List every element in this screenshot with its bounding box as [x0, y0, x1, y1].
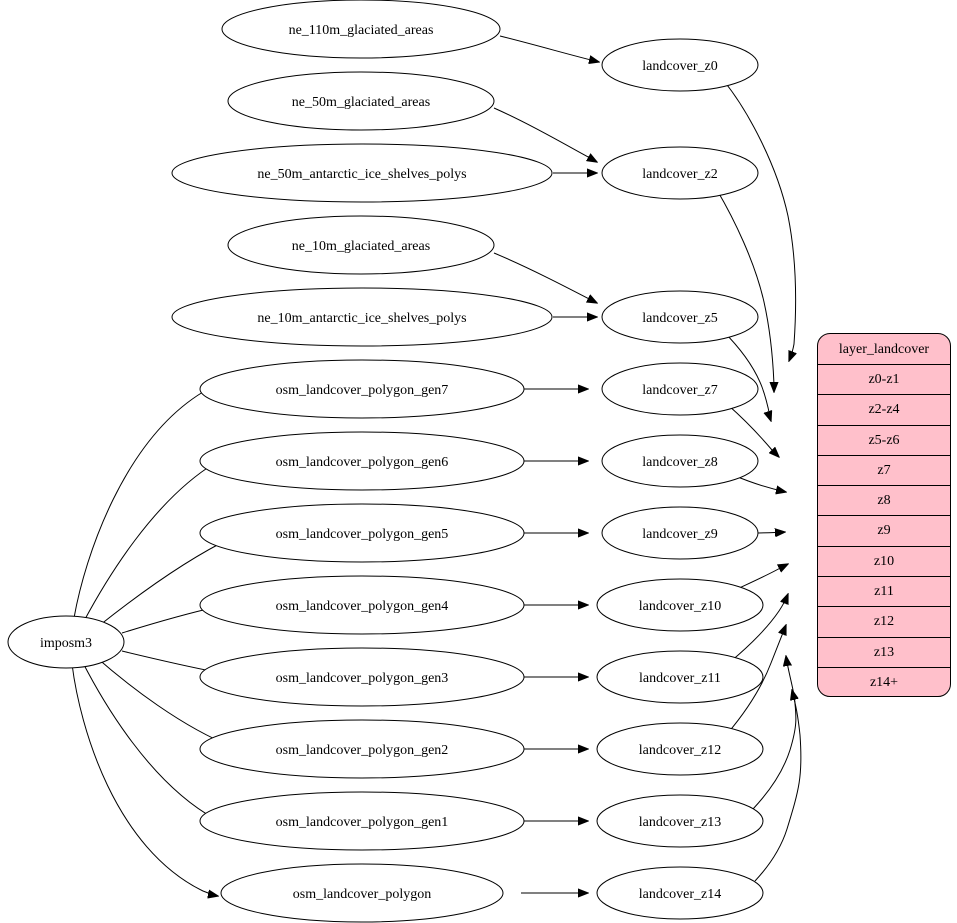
- node-label: osm_landcover_polygon_gen5: [276, 527, 449, 542]
- node-osm_landcover_polygon_gen7[interactable]: osm_landcover_polygon_gen7: [199, 359, 525, 419]
- node-label: landcover_z2: [642, 167, 717, 182]
- node-ne_10m_antarctic_ice_shelves_polys[interactable]: ne_10m_antarctic_ice_shelves_polys: [171, 287, 553, 347]
- layer-row-z14plus[interactable]: z14+: [869, 674, 899, 690]
- node-label: osm_landcover_polygon_gen1: [276, 815, 449, 830]
- edge-z12-to-row-z12: [726, 625, 786, 735]
- node-label: osm_landcover_polygon_gen7: [276, 383, 449, 398]
- node-landcover_z8[interactable]: landcover_z8: [601, 434, 759, 488]
- edge-z11-to-row-z11: [729, 594, 788, 663]
- node-label: ne_10m_antarctic_ice_shelves_polys: [257, 311, 466, 326]
- node-label: osm_landcover_polygon_gen6: [276, 455, 449, 470]
- layer-row-z0-z1[interactable]: z0-z1: [818, 365, 950, 396]
- node-label: landcover_z0: [642, 59, 717, 74]
- edge-group-view-to-layer: [716, 80, 802, 882]
- edge-z14-to-row-z14plus: [754, 690, 802, 882]
- edge-group-natural-earth: [493, 35, 599, 317]
- node-label: landcover_z9: [642, 527, 717, 542]
- node-label: osm_landcover_polygon_gen2: [276, 743, 449, 758]
- layer-row-z2-z4[interactable]: z2-z4: [818, 395, 950, 426]
- edge-imposm3-to-polygon: [71, 663, 218, 896]
- node-label: landcover_z12: [639, 743, 721, 758]
- layer-row-z8[interactable]: z8: [818, 486, 950, 517]
- edge-group-osm-to-view: [520, 389, 588, 893]
- node-label: landcover_z10: [639, 599, 721, 614]
- node-osm_landcover_polygon_gen3[interactable]: osm_landcover_polygon_gen3: [199, 647, 525, 707]
- node-label: imposm3: [40, 636, 92, 651]
- node-landcover_z12[interactable]: landcover_z12: [596, 722, 764, 776]
- node-osm_landcover_polygon_gen1[interactable]: osm_landcover_polygon_gen1: [199, 791, 525, 851]
- node-osm_landcover_polygon_gen4[interactable]: osm_landcover_polygon_gen4: [199, 575, 525, 635]
- edge-z7-to-row-z7: [727, 404, 779, 457]
- edge-z5-to-row-z5z6: [722, 330, 771, 421]
- node-landcover_z10[interactable]: landcover_z10: [596, 578, 764, 632]
- layer-row-z13[interactable]: z13: [818, 638, 950, 668]
- node-label: osm_landcover_polygon: [293, 887, 431, 902]
- node-landcover_z11[interactable]: landcover_z11: [596, 650, 764, 704]
- node-landcover_z0[interactable]: landcover_z0: [601, 38, 759, 92]
- node-group-sources: ne_110m_glaciated_areas ne_50m_glaciated…: [171, 0, 553, 923]
- node-osm_landcover_polygon_gen6[interactable]: osm_landcover_polygon_gen6: [199, 431, 525, 491]
- node-landcover_z9[interactable]: landcover_z9: [601, 506, 759, 560]
- layer-row-z5-z6[interactable]: z5-z6: [818, 426, 950, 456]
- layer-row-z11[interactable]: z11: [818, 577, 950, 608]
- node-ne_50m_antarctic_ice_shelves_polys[interactable]: ne_50m_antarctic_ice_shelves_polys: [171, 143, 553, 203]
- node-landcover_z14[interactable]: landcover_z14: [596, 866, 764, 920]
- edge-z13-to-row-z13: [752, 656, 797, 810]
- edge-ne110-to-z0: [499, 35, 599, 62]
- layer-landcover-table[interactable]: layer_landcover z0-z1 z2-z4 z5-z6 z7 z8 …: [817, 333, 951, 697]
- layer-row-z9[interactable]: z9: [818, 516, 950, 547]
- node-landcover_z2[interactable]: landcover_z2: [601, 146, 759, 200]
- node-label: ne_50m_antarctic_ice_shelves_polys: [257, 167, 466, 182]
- node-ne_10m_glaciated_areas[interactable]: ne_10m_glaciated_areas: [227, 215, 495, 275]
- node-ne_50m_glaciated_areas[interactable]: ne_50m_glaciated_areas: [227, 71, 495, 131]
- node-label: ne_50m_glaciated_areas: [292, 95, 430, 110]
- node-label: landcover_z5: [642, 311, 717, 326]
- edge-z2-to-row-z2z4: [716, 189, 774, 392]
- node-group-zoom-views: landcover_z0 landcover_z2 landcover_z5 l…: [596, 38, 764, 920]
- node-label: landcover_z13: [639, 815, 721, 830]
- node-label: osm_landcover_polygon_gen4: [276, 599, 449, 614]
- node-label: landcover_z8: [642, 455, 717, 470]
- node-label: ne_110m_glaciated_areas: [289, 23, 434, 38]
- node-osm_landcover_polygon_gen2[interactable]: osm_landcover_polygon_gen2: [199, 719, 525, 779]
- node-osm_landcover_polygon_gen5[interactable]: osm_landcover_polygon_gen5: [199, 503, 525, 563]
- node-label: landcover_z14: [639, 887, 721, 902]
- edge-ne50glac-to-z2: [493, 107, 597, 162]
- layer-row-z10[interactable]: z10: [818, 547, 950, 578]
- node-label: osm_landcover_polygon_gen3: [276, 671, 449, 686]
- edge-z10-to-row-z10: [734, 564, 788, 591]
- node-landcover_z5[interactable]: landcover_z5: [601, 290, 759, 344]
- node-label: ne_10m_glaciated_areas: [292, 239, 430, 254]
- node-osm_landcover_polygon[interactable]: osm_landcover_polygon: [220, 863, 504, 923]
- edge-ne10glac-to-z5: [493, 252, 597, 303]
- layer-row-z7[interactable]: z7: [818, 456, 950, 487]
- layer-row-z12[interactable]: z12: [818, 607, 950, 638]
- node-landcover_z13[interactable]: landcover_z13: [596, 794, 764, 848]
- edge-z0-to-row-z0z1: [723, 80, 796, 361]
- node-label: landcover_z11: [639, 671, 721, 686]
- node-landcover_z7[interactable]: landcover_z7: [601, 362, 759, 416]
- layer-landcover-title: layer_landcover: [818, 334, 950, 365]
- node-imposm3[interactable]: imposm3: [7, 615, 125, 669]
- edge-imposm3-to-gen7: [73, 386, 216, 619]
- node-label: landcover_z7: [642, 383, 717, 398]
- node-ne_110m_glaciated_areas[interactable]: ne_110m_glaciated_areas: [221, 0, 501, 59]
